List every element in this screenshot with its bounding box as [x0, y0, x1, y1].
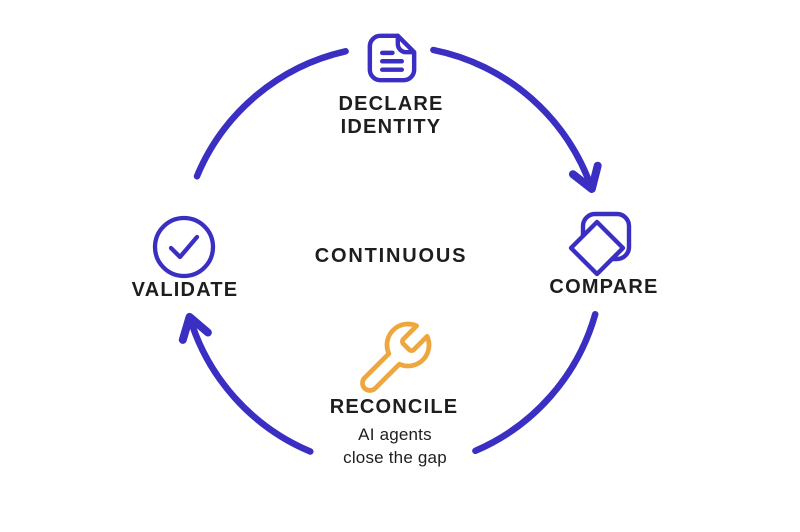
step-label-reconcile: RECONCILE — [329, 396, 459, 418]
check-circle-icon — [152, 215, 216, 279]
reconcile-sublabel: AI agents close the gap — [343, 423, 447, 469]
document-body — [367, 33, 417, 83]
check-circle-outline — [152, 215, 216, 279]
wrench-icon — [360, 321, 432, 393]
document-icon — [367, 33, 417, 83]
step-label-compare: COMPARE — [549, 276, 659, 298]
declare-label-line2: IDENTITY — [340, 116, 442, 138]
declare-label-line1: DECLARE — [338, 93, 444, 115]
reconcile-sublabel-line2: close the gap — [343, 448, 447, 467]
reconcile-sublabel-line1: AI agents — [358, 425, 432, 444]
check-mark — [168, 234, 200, 260]
arc-compare-to-reconcile — [472, 310, 599, 455]
arc-reconcile-to-validate — [186, 313, 314, 455]
step-label-declare-identity: DECLARE IDENTITY — [338, 93, 443, 139]
compare-squares-icon — [568, 211, 632, 277]
document-text-lines — [379, 50, 405, 72]
arrowhead-to-validate-icon — [178, 312, 212, 344]
wrench-outline — [360, 321, 432, 393]
document-folded-corner — [395, 33, 416, 55]
arc-declare-to-compare — [430, 46, 596, 193]
step-label-validate: VALIDATE — [131, 279, 239, 301]
arrowhead-to-compare-icon — [568, 161, 602, 193]
compare-diamond-square — [568, 219, 626, 277]
center-label-continuous: CONTINUOUS — [314, 245, 468, 267]
arc-validate-to-declare — [193, 48, 349, 180]
